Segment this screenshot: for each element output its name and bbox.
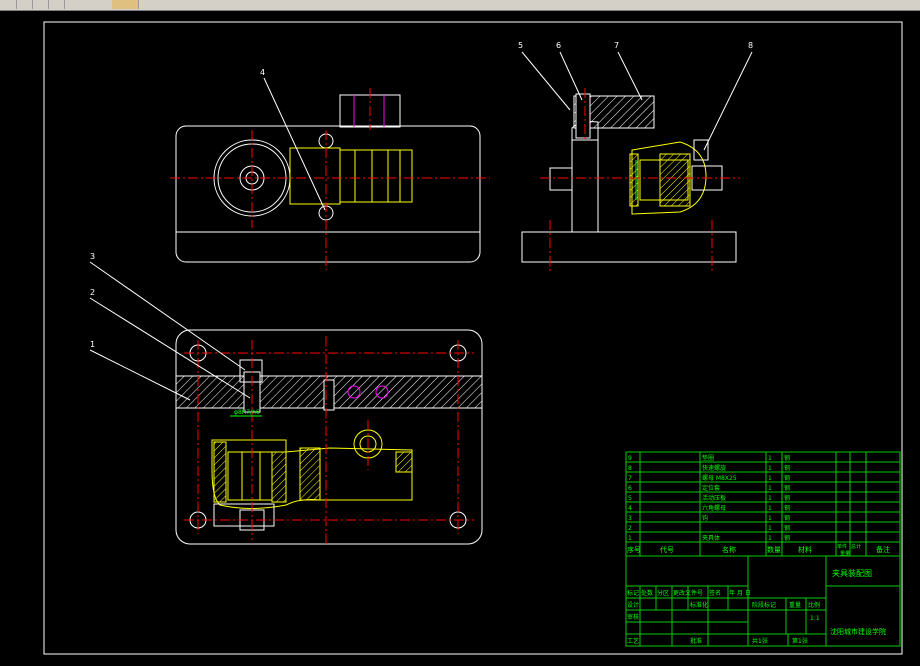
svg-text:代号: 代号	[660, 545, 674, 554]
svg-text:序号: 序号	[627, 545, 641, 554]
svg-text:处数: 处数	[641, 589, 653, 597]
svg-text:钢: 钢	[784, 514, 790, 522]
fit-dimension-label: φ8H7/h6	[234, 409, 260, 416]
balloon-3: 3	[90, 252, 95, 261]
svg-text:钢: 钢	[784, 474, 790, 482]
svg-text:数量: 数量	[767, 545, 781, 554]
svg-text:8: 8	[628, 465, 632, 472]
svg-text:快速螺旋: 快速螺旋	[702, 464, 726, 472]
svg-text:钢: 钢	[784, 464, 790, 472]
parts-list-rows: 9 垫圈 1 钢 8 快速螺旋 1 钢 7 螺母 M8X25 1 钢 6 定位套…	[628, 454, 790, 542]
svg-text:5: 5	[628, 495, 632, 502]
svg-text:1: 1	[768, 525, 772, 532]
svg-text:1: 1	[768, 495, 772, 502]
balloon-numbers: 1 2 3 4 5 6 7 8	[90, 41, 753, 349]
svg-text:总计: 总计	[851, 543, 861, 550]
balloon-1: 1	[90, 340, 95, 349]
drawing-title: 夹具装配图	[832, 568, 872, 578]
parts-list	[625, 451, 901, 557]
svg-text:钢: 钢	[784, 494, 790, 502]
balloon-4: 4	[260, 68, 265, 77]
svg-text:六角螺母: 六角螺母	[702, 504, 726, 512]
svg-text:分区: 分区	[657, 589, 669, 597]
pan-icon[interactable]	[112, 0, 139, 9]
svg-text:单件: 单件	[837, 543, 847, 550]
svg-text:1: 1	[628, 535, 632, 542]
svg-text:9: 9	[628, 455, 632, 462]
svg-text:1: 1	[768, 515, 772, 522]
svg-text:钢: 钢	[784, 484, 790, 492]
parts-list-header: 序号 代号 名称 数量 材料 单件 总计 重量 备注	[627, 543, 890, 557]
svg-text:1: 1	[768, 485, 772, 492]
balloon-leaders	[89, 51, 753, 401]
svg-text:1:1: 1:1	[810, 615, 820, 622]
svg-text:钢: 钢	[784, 524, 790, 532]
svg-text:螺母 M8X25: 螺母 M8X25	[702, 474, 737, 482]
svg-text:1: 1	[768, 475, 772, 482]
svg-text:审核: 审核	[627, 613, 639, 621]
svg-text:共1张: 共1张	[752, 637, 768, 645]
school-name: 沈阳城市建设学院	[830, 627, 886, 636]
svg-text:阶段标记: 阶段标记	[752, 601, 776, 609]
svg-text:第1张: 第1张	[792, 637, 808, 645]
assembly-drawing: φ8H7/h6 1 2 3 4 5 6 7 8	[43, 21, 903, 655]
svg-text:7: 7	[628, 475, 632, 482]
svg-text:垫圈: 垫圈	[702, 454, 714, 462]
save-icon[interactable]	[34, 0, 49, 9]
new-icon[interactable]	[2, 0, 17, 9]
title-block-text: 标记 处数 分区 更改文件号 签名 年 月 日 设计 标准化 审核 工艺 批准 …	[627, 568, 886, 645]
svg-text:1: 1	[768, 535, 772, 542]
svg-text:钩: 钩	[702, 514, 708, 522]
svg-text:批准: 批准	[690, 637, 702, 645]
print-icon[interactable]	[50, 0, 65, 9]
svg-text:更改文件号: 更改文件号	[673, 589, 703, 597]
svg-text:3: 3	[628, 515, 632, 522]
svg-text:签名: 签名	[709, 589, 721, 597]
svg-text:重量: 重量	[789, 601, 801, 609]
balloon-2: 2	[90, 288, 95, 297]
balloon-8: 8	[748, 41, 753, 50]
svg-text:工艺: 工艺	[627, 637, 639, 645]
svg-text:钢: 钢	[784, 504, 790, 512]
title-block	[625, 555, 901, 647]
svg-text:重量: 重量	[840, 550, 850, 557]
svg-text:标准化: 标准化	[690, 601, 708, 609]
svg-text:材料: 材料	[798, 545, 812, 554]
svg-text:年 月 日: 年 月 日	[729, 589, 751, 597]
svg-text:夹具体: 夹具体	[702, 534, 720, 542]
balloon-5: 5	[518, 41, 523, 50]
svg-text:钢: 钢	[784, 534, 790, 542]
side-view	[521, 88, 740, 272]
svg-text:设计: 设计	[627, 601, 639, 609]
svg-text:钢: 钢	[784, 454, 790, 462]
svg-text:1: 1	[768, 455, 772, 462]
balloon-6: 6	[556, 41, 561, 50]
svg-text:4: 4	[628, 505, 632, 512]
svg-text:比例: 比例	[808, 601, 820, 609]
svg-text:1: 1	[768, 505, 772, 512]
svg-text:标记: 标记	[627, 589, 639, 597]
svg-text:名称: 名称	[722, 545, 736, 554]
svg-text:2: 2	[628, 525, 632, 532]
toolbar	[0, 0, 920, 11]
top-view	[170, 88, 490, 270]
sheet-border-outer	[43, 21, 903, 655]
balloon-7: 7	[614, 41, 619, 50]
svg-text:定位套: 定位套	[702, 484, 720, 492]
front-view: φ8H7/h6	[175, 329, 483, 545]
drawing-canvas[interactable]: φ8H7/h6 1 2 3 4 5 6 7 8	[0, 10, 920, 662]
svg-text:1: 1	[768, 465, 772, 472]
svg-text:6: 6	[628, 485, 632, 492]
svg-text:备注: 备注	[876, 545, 890, 554]
svg-text:活动压板: 活动压板	[702, 494, 726, 502]
open-icon[interactable]	[18, 0, 33, 9]
